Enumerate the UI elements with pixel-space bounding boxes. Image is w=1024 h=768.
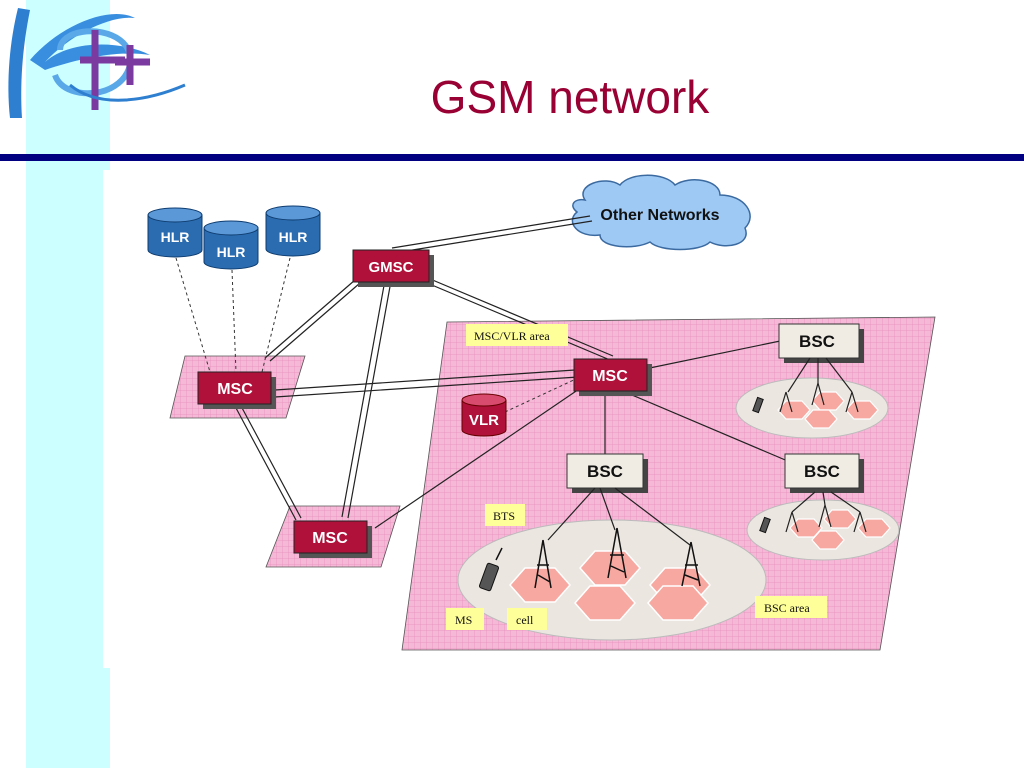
bts-tag: BTS	[485, 504, 525, 526]
title-rule	[0, 154, 1024, 161]
msc-bottom-label: MSC	[312, 530, 348, 547]
vlr-database: VLR	[461, 393, 507, 437]
msc-main-node: MSC	[573, 358, 652, 396]
signal-links	[274, 339, 791, 529]
hlr-database-3: HLR	[265, 205, 321, 257]
cell-text: cell	[516, 613, 534, 627]
hlr-database-2: HLR	[203, 220, 259, 270]
msc-left-label: MSC	[217, 381, 253, 398]
other-networks-label: Other Networks	[600, 207, 719, 224]
bsc-top-right-label: BSC	[799, 332, 835, 351]
hlr-label-2: HLR	[217, 244, 246, 260]
msc-left-node: MSC	[197, 371, 276, 409]
hlr-database-1: HLR	[147, 207, 203, 258]
company-logo	[8, 8, 186, 118]
hlr-label-3: HLR	[279, 229, 308, 245]
msc-main-label: MSC	[592, 368, 628, 385]
bsc-top-right-node: BSC	[778, 323, 864, 363]
bsc-area-text: BSC area	[764, 601, 810, 615]
bts-tower-1	[534, 539, 552, 589]
gsm-network-diagram: Other Networks HLR HLR HLR	[103, 170, 983, 668]
bsc-right-node: BSC	[784, 453, 864, 493]
bts-text: BTS	[493, 509, 515, 523]
bsc-area-right	[746, 491, 900, 561]
msc-bottom-node: MSC	[293, 520, 372, 558]
msc-vlr-area-text: MSC/VLR area	[474, 329, 550, 343]
gmsc-node: GMSC	[352, 249, 434, 287]
database-links	[175, 257, 579, 413]
vlr-label: VLR	[469, 412, 499, 429]
slide-title: GSM network	[430, 71, 710, 123]
ms-tag: MS	[446, 608, 484, 630]
hlr-label-1: HLR	[161, 229, 190, 245]
bsc-right-label: BSC	[804, 462, 840, 481]
msc-vlr-area-tag: MSC/VLR area	[466, 324, 568, 346]
mobile-station-icon	[478, 547, 503, 592]
bsc-main-label: BSC	[587, 462, 623, 481]
ms-text: MS	[455, 613, 472, 627]
bsc-main-node: BSC	[566, 453, 648, 493]
cell-tag: cell	[507, 608, 547, 630]
other-networks-cloud: Other Networks	[571, 174, 751, 251]
left-accent-stripe	[26, 0, 110, 768]
bsc-to-bts-links	[547, 487, 691, 546]
gmsc-label: GMSC	[369, 259, 414, 276]
bts-tower-3	[681, 541, 701, 587]
bts-tower-2	[607, 527, 627, 579]
bsc-area-tag: BSC area	[755, 596, 827, 618]
bsc-area-top-right	[735, 357, 889, 439]
trunk-links	[235, 215, 614, 521]
